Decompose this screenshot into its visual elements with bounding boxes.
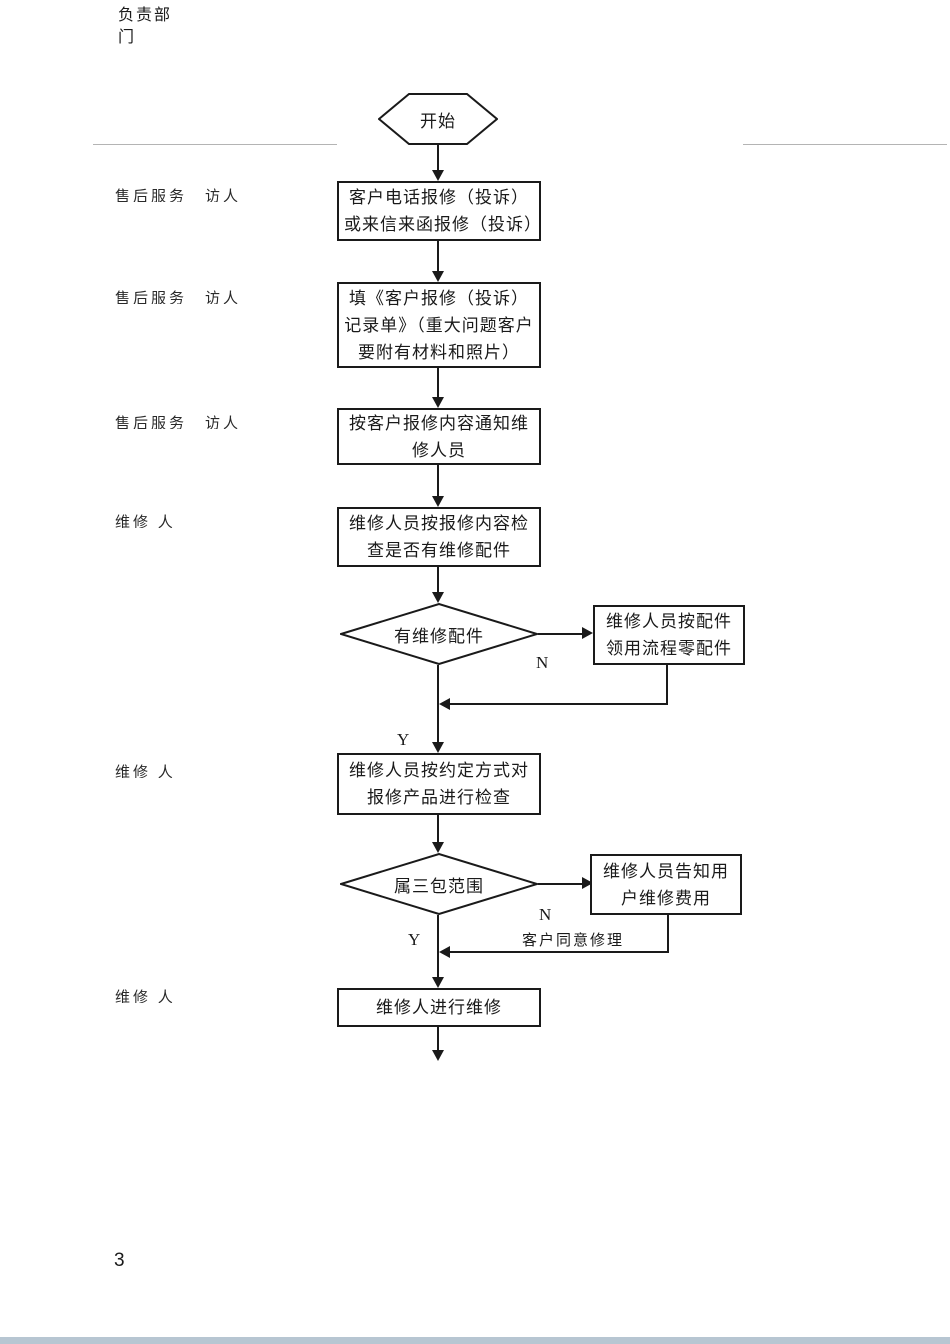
arrowhead-down-3 xyxy=(432,397,444,408)
lane-label-3: 售后服务 访人 xyxy=(115,416,242,429)
side-box-1: 维修人员按配件领用流程零配件 xyxy=(593,605,745,665)
arrowhead-down-1 xyxy=(432,170,444,181)
flow-line-start-to-box1 xyxy=(437,145,439,173)
label-no-2: N xyxy=(539,905,552,924)
hexagon-shape xyxy=(377,93,499,145)
arrowhead-left-2 xyxy=(439,946,450,958)
lane-label-6: 维修 人 xyxy=(115,990,176,1003)
arrowhead-down-5 xyxy=(432,592,444,603)
page-number: 3 xyxy=(114,1250,125,1271)
process-box-4: 维修人员按报修内容检查是否有维修配件 xyxy=(337,507,541,567)
arrowhead-left-1 xyxy=(439,698,450,710)
label-yes-2: Y xyxy=(408,930,421,949)
diamond-shape-2 xyxy=(337,852,541,916)
flow-line-box1-to-box2 xyxy=(437,241,439,272)
decision-2-label: 属三包范围 xyxy=(394,876,484,896)
side-box-2: 维修人员告知用户维修费用 xyxy=(590,854,742,915)
flow-line-box4-to-decision1 xyxy=(437,567,439,594)
label-yes-1: Y xyxy=(397,730,410,749)
bottom-strip xyxy=(0,1337,950,1344)
start-node: 开始 xyxy=(377,93,499,145)
process-box-3: 按客户报修内容通知维修人员 xyxy=(337,408,541,465)
flow-line-decision2-to-box6 xyxy=(437,915,439,979)
lane-label-2: 售后服务 访人 xyxy=(115,291,242,304)
flow-line-decision1-to-box5 xyxy=(437,665,439,744)
arrowhead-down-2 xyxy=(432,271,444,282)
lane-label-5: 维修 人 xyxy=(115,765,176,778)
flow-line-box5-to-decision2 xyxy=(437,815,439,844)
flow-line-box2-to-box3 xyxy=(437,368,439,397)
flow-line-sidebox1-return xyxy=(450,703,668,705)
arrowhead-down-9 xyxy=(432,1050,444,1061)
arrowhead-right-1 xyxy=(582,627,593,639)
start-node-label: 开始 xyxy=(420,111,456,131)
flow-line-sidebox2-down xyxy=(667,915,669,952)
flow-line-sidebox1-down xyxy=(666,665,668,705)
arrowhead-down-8 xyxy=(432,977,444,988)
responsible-dept-label: 负责部门 xyxy=(118,7,173,46)
separator-line-left xyxy=(93,144,337,145)
arrowhead-down-4 xyxy=(432,496,444,507)
separator-line-right xyxy=(743,144,947,145)
arrowhead-down-6 xyxy=(432,742,444,753)
decision-diamond-2: 属三包范围 xyxy=(337,852,541,916)
process-box-6: 维修人进行维修 xyxy=(337,988,541,1027)
diamond-shape-1 xyxy=(337,602,541,666)
process-box-1: 客户电话报修（投诉）或来信来函报修（投诉） xyxy=(337,181,541,241)
arrowhead-down-7 xyxy=(432,842,444,853)
decision-diamond-1: 有维修配件 xyxy=(337,602,541,666)
arrowhead-right-2 xyxy=(582,877,593,889)
lane-label-4: 维修 人 xyxy=(115,515,176,528)
flow-line-sidebox2-return xyxy=(450,951,669,953)
flow-line-decision1-to-sidebox1 xyxy=(538,633,583,635)
return-label-customer-agrees: 客户同意修理 xyxy=(522,933,625,949)
lane-label-1: 售后服务 访人 xyxy=(115,189,242,202)
flow-line-decision2-to-sidebox2 xyxy=(538,883,583,885)
flow-line-box3-to-box4 xyxy=(437,465,439,496)
process-box-5: 维修人员按约定方式对报修产品进行检查 xyxy=(337,753,541,815)
process-box-2: 填《客户报修（投诉）记录单》（重大问题客户要附有材料和照片） xyxy=(337,282,541,368)
label-no-1: N xyxy=(536,653,549,672)
decision-1-label: 有维修配件 xyxy=(394,626,484,646)
flow-line-box6-exit xyxy=(437,1027,439,1051)
